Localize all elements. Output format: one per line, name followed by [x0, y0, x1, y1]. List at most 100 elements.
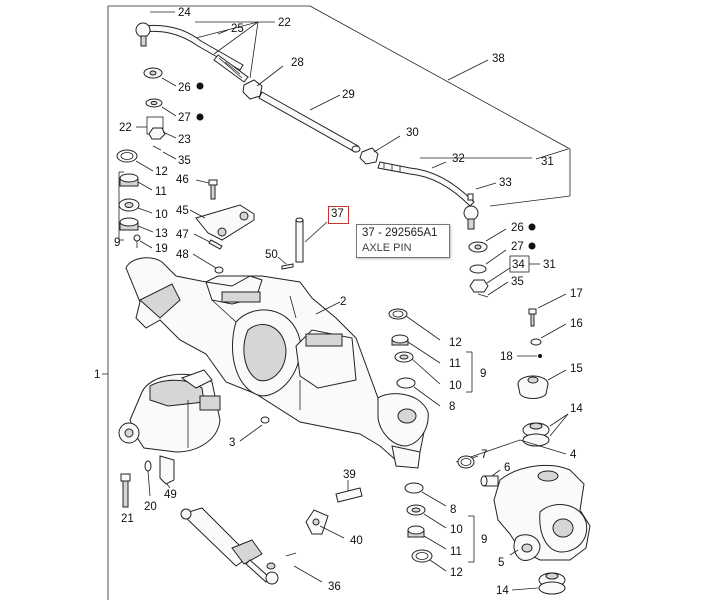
bracket-1: [102, 6, 109, 600]
label-12c: 12: [450, 567, 463, 579]
pin-50: [277, 256, 294, 270]
label-8a: 8: [449, 401, 455, 413]
label-10a: 10: [155, 209, 168, 221]
label-10b: 10: [449, 380, 462, 392]
nut-28: [242, 65, 284, 100]
label-13: 13: [155, 228, 168, 240]
label-5: 5: [498, 557, 504, 569]
label-14a: 14: [570, 403, 583, 415]
label-21: 21: [121, 513, 134, 525]
label-9a: 9: [114, 237, 120, 249]
label-16: 16: [570, 318, 583, 330]
label-10c: 10: [450, 524, 463, 536]
bushing-14-upper: [522, 413, 569, 447]
label-23: 23: [178, 134, 191, 146]
bracket-38: [108, 5, 571, 207]
nut-48: [192, 253, 224, 274]
plate-45: [189, 204, 255, 241]
bushing-6: [480, 469, 501, 487]
bracket-9-lower: [468, 515, 475, 563]
bearing-11-lower: [407, 525, 447, 550]
label-11a: 11: [155, 186, 167, 198]
label-26b: 26: [511, 222, 524, 234]
nut-23: [136, 116, 177, 140]
pin-35-left: [152, 145, 177, 160]
bolt-3: [239, 416, 270, 442]
part-tooltip-code: 37 - 292565A1: [362, 227, 438, 239]
nut-30: [359, 135, 401, 165]
label-30: 30: [406, 127, 419, 139]
pad-39: [335, 480, 363, 503]
label-12b: 12: [449, 337, 462, 349]
axle-pin-37: [295, 217, 328, 263]
housing-15: [517, 369, 567, 399]
label-31b: 31: [543, 259, 556, 271]
label-15: 15: [570, 363, 583, 375]
label-45: 45: [176, 205, 189, 217]
tie-rod-25: [135, 22, 249, 83]
label-17: 17: [570, 288, 583, 300]
label-48: 48: [176, 249, 189, 261]
bolt-17: [528, 293, 567, 327]
label-31a: 31: [541, 156, 554, 168]
steering-knuckle-4: [455, 439, 591, 561]
label-34: 34: [512, 259, 525, 271]
washer-10-right: [394, 351, 441, 385]
bracket-9-right: [466, 351, 473, 393]
label-18: 18: [500, 351, 513, 363]
part-tooltip-description: AXLE PIN: [362, 242, 412, 254]
tie-rod-29: [258, 91, 361, 153]
bearing-11-right: [391, 334, 441, 364]
pin-35-right: [477, 281, 509, 298]
label-11b: 11: [449, 358, 461, 370]
label-3: 3: [229, 437, 235, 449]
seal-12-left: [116, 149, 154, 172]
label-27a: 27: [178, 112, 191, 124]
label-36: 36: [328, 581, 341, 593]
label-6: 6: [504, 462, 510, 474]
bracket-49: [159, 455, 175, 489]
label-24: 24: [178, 7, 191, 19]
label-9c: 9: [481, 534, 487, 546]
label-28: 28: [291, 57, 304, 69]
shim-8-right: [396, 377, 441, 407]
part-tooltip: 37 - 292565A1 AXLE PIN: [356, 224, 450, 258]
label-35a: 35: [178, 155, 191, 167]
seal-12-lower: [411, 549, 447, 572]
label-22b: 22: [119, 122, 132, 134]
label-25: 25: [231, 23, 244, 35]
bolt-33: [467, 182, 497, 201]
label-4: 4: [570, 449, 577, 461]
label-50: 50: [265, 249, 278, 261]
label-46: 46: [176, 174, 189, 186]
tie-rod-32: [377, 148, 569, 230]
label-29: 29: [342, 89, 355, 101]
washer-26-right: [468, 223, 536, 253]
label-7: 7: [481, 449, 487, 461]
bushing-14-lower: [511, 572, 566, 595]
label-8b: 8: [450, 504, 456, 516]
label-38: 38: [492, 53, 505, 65]
label-19: 19: [155, 243, 168, 255]
label-40: 40: [350, 535, 363, 547]
label-12a: 12: [155, 166, 168, 178]
label-22a: 22: [278, 17, 291, 29]
bracket-40: [305, 509, 345, 539]
washer-10-left: [118, 198, 153, 214]
nut-16: [530, 323, 567, 346]
label-26a: 26: [178, 82, 191, 94]
bearing-13: [119, 217, 154, 233]
label-35b: 35: [511, 276, 524, 288]
label-11c: 11: [450, 546, 462, 558]
pin-47: [193, 233, 223, 250]
label-9b: 9: [480, 368, 486, 380]
seal-7: [457, 455, 479, 469]
highlighted-part-37[interactable]: 37: [328, 206, 349, 224]
label-27b: 27: [511, 241, 524, 253]
label-39: 39: [343, 469, 356, 481]
label-14b: 14: [496, 585, 509, 597]
label-47: 47: [176, 229, 189, 241]
leaders-top-left: [150, 11, 275, 79]
